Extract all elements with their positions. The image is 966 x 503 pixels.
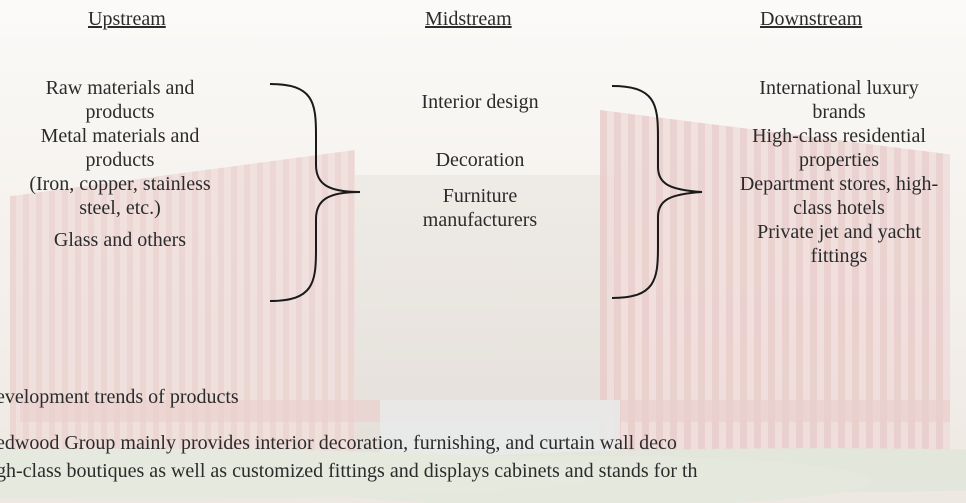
upstream-brace	[269, 83, 361, 302]
upstream-header: Upstream	[88, 8, 166, 30]
midstream-item: Furniture manufacturers	[422, 185, 538, 231]
midstream-brace	[611, 85, 703, 299]
midstream-header: Midstream	[425, 8, 512, 30]
section-heading: evelopment trends of products	[0, 386, 239, 408]
downstream-list: International luxury brands High-class r…	[712, 76, 966, 268]
upstream-item: Metal materials and products	[40, 125, 200, 171]
upstream-list: Raw materials and products Metal materia…	[5, 76, 235, 252]
downstream-item: High-class residential properties	[752, 125, 926, 171]
downstream-header: Downstream	[760, 8, 863, 30]
downstream-item: International luxury brands	[759, 77, 919, 123]
body-line: gh-class boutiques as well as customized…	[0, 460, 698, 482]
upstream-item: (Iron, copper, stainless steel, etc.)	[29, 173, 211, 219]
midstream-list: Interior design Decoration Furniture man…	[385, 90, 575, 232]
upstream-item: Raw materials and products	[45, 77, 195, 123]
upstream-item: Glass and others	[53, 229, 187, 251]
downstream-item: Private jet and yacht fittings	[757, 221, 921, 267]
midstream-item: Interior design	[421, 91, 539, 113]
body-line: edwood Group mainly provides interior de…	[0, 432, 677, 454]
midstream-item: Decoration	[435, 149, 525, 171]
downstream-item: Department stores, high-class hotels	[739, 173, 939, 219]
